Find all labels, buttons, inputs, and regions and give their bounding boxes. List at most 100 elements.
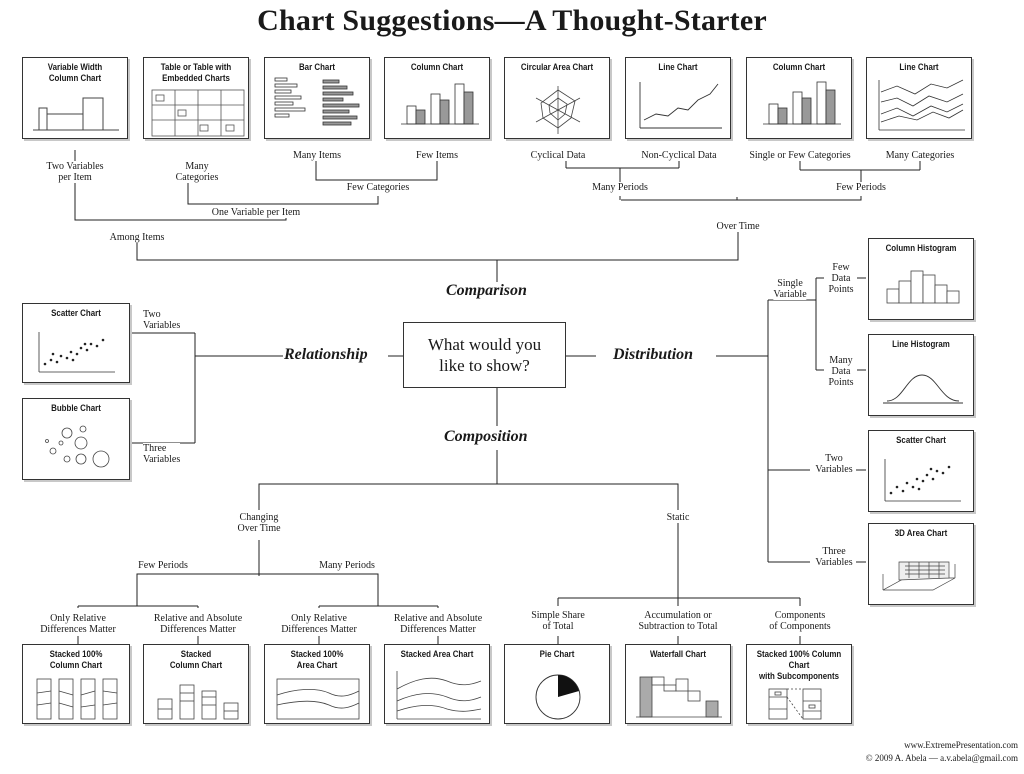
footer-website: www.ExtremePresentation.com	[904, 740, 1018, 750]
label-accumulation-or-subtraction: Accumulation or Subtraction to Total	[638, 610, 718, 632]
box-title: Scatter Chart	[51, 308, 101, 318]
label-single-or-few-categories: Single or Few Categories	[749, 150, 851, 161]
stacked-100-area-icon	[276, 678, 360, 720]
stacked-area-icon	[396, 671, 482, 720]
bubble-chart-icon	[45, 425, 110, 468]
box-title: Bubble Chart	[51, 403, 101, 413]
3d-area-chart-icon	[882, 561, 956, 591]
stacked-column-chart-box: Stacked Column Chart	[143, 644, 249, 724]
stacked-100-area-chart-box: Stacked 100% Area Chart	[264, 644, 370, 724]
hub-comparison: Comparison	[446, 282, 527, 300]
stacked-column-icon	[157, 684, 239, 720]
column-histogram-icon	[886, 270, 960, 304]
pie-chart-icon	[535, 674, 581, 720]
bar-chart-icon	[274, 77, 360, 126]
line-chart-many-categories-box: Line Chart	[866, 57, 972, 139]
label-few-items: Few Items	[416, 150, 458, 161]
box-title: Column Chart	[410, 62, 464, 72]
label-only-relative-differences-2: Only Relative Differences Matter	[281, 613, 357, 635]
box-title: Scatter Chart	[896, 435, 946, 445]
box-title: Column Histogram	[885, 243, 957, 253]
scatter-chart-icon	[884, 459, 961, 502]
center-question-line2: like to show?	[439, 356, 530, 375]
box-title: 3D Area Chart	[894, 528, 948, 538]
box-title: Column Chart	[772, 62, 826, 72]
label-many-items: Many Items	[292, 150, 342, 161]
label-many-data-points: Many Data Points	[828, 355, 854, 388]
label-relative-absolute-differences-1: Relative and Absolute Differences Matter	[153, 613, 243, 635]
table-chart-icon	[151, 89, 245, 137]
scatter-chart-relationship-box: Scatter Chart	[22, 303, 130, 383]
line-chart-icon	[639, 82, 722, 129]
hub-composition: Composition	[444, 428, 528, 446]
center-question-line1: What would you	[427, 335, 542, 354]
waterfall-chart-icon	[636, 676, 722, 718]
label-few-data-points: Few Data Points	[828, 262, 854, 295]
label-many-categories: Many Categories	[175, 161, 219, 183]
label-two-variables-per-item: Two Variables per Item	[46, 161, 104, 183]
variable-width-column-chart-box: Variable Width Column Chart	[22, 57, 128, 139]
label-cyclical-data: Cyclical Data	[530, 150, 586, 161]
pie-chart-box: Pie Chart	[504, 644, 610, 724]
circular-area-chart-box: Circular Area Chart	[504, 57, 610, 139]
label-simple-share-of-total: Simple Share of Total	[531, 610, 585, 632]
center-question-box: What would you like to show?	[403, 322, 566, 388]
box-title: Bar Chart	[298, 62, 336, 72]
label-among-items: Among Items	[109, 232, 165, 243]
column-chart-icon	[763, 81, 841, 125]
box-title: Variable Width Column Chart	[47, 62, 103, 83]
line-histogram-box: Line Histogram	[868, 334, 974, 416]
hub-distribution: Distribution	[613, 346, 694, 364]
label-few-periods: Few Periods	[836, 182, 886, 193]
stacked-100-column-chart-box: Stacked 100% Column Chart	[22, 644, 130, 724]
box-title: Table or Table with Embedded Charts	[160, 62, 232, 83]
stacked-100-column-icon	[36, 678, 118, 720]
scatter-chart-distribution-box: Scatter Chart	[868, 430, 974, 512]
column-chart-icon	[401, 83, 479, 125]
bubble-chart-box: Bubble Chart	[22, 398, 130, 480]
box-title: Stacked 100% Column Chart with Subcompon…	[756, 649, 842, 681]
box-title: Waterfall Chart	[649, 649, 707, 659]
label-static: Static	[666, 512, 690, 523]
box-title: Stacked Area Chart	[400, 649, 474, 659]
label-only-relative-differences-1: Only Relative Differences Matter	[40, 613, 116, 635]
box-title: Circular Area Chart	[520, 62, 594, 72]
variable-width-chart-icon	[33, 97, 119, 131]
bar-chart-box: Bar Chart	[264, 57, 370, 139]
stacked-100-subcomponents-icon	[768, 688, 822, 720]
box-title: Stacked 100% Column Chart	[49, 649, 103, 670]
stacked-area-chart-box: Stacked Area Chart	[384, 644, 490, 724]
label-three-variables-distribution: Three Variables	[815, 546, 853, 568]
scatter-chart-icon	[38, 332, 115, 373]
box-title: Pie Chart	[539, 649, 575, 659]
box-title: Line Chart	[899, 62, 939, 72]
3d-area-chart-box: 3D Area Chart	[868, 523, 974, 605]
label-many-periods: Many Periods	[592, 182, 648, 193]
hub-relationship: Relationship	[284, 346, 368, 364]
radar-chart-icon	[535, 86, 581, 134]
stacked-100-column-subcomponents-box: Stacked 100% Column Chart with Subcompon…	[746, 644, 852, 724]
page-title: Chart Suggestions—A Thought-Starter	[257, 4, 767, 37]
column-histogram-box: Column Histogram	[868, 238, 974, 320]
label-one-variable-per-item: One Variable per Item	[211, 207, 301, 218]
label-three-variables-relationship: Three Variables	[143, 443, 181, 465]
label-relative-absolute-differences-2: Relative and Absolute Differences Matter	[393, 613, 483, 635]
box-title: Stacked 100% Area Chart	[290, 649, 344, 670]
label-components-of-components: Components of Components	[769, 610, 831, 632]
label-few-periods-composition: Few Periods	[138, 560, 188, 571]
table-embedded-charts-box: Table or Table with Embedded Charts	[143, 57, 249, 139]
label-over-time: Over Time	[716, 221, 760, 232]
label-few-categories: Few Categories	[346, 182, 410, 193]
footer-copyright: © 2009 A. Abela — a.v.abela@gmail.com	[865, 753, 1018, 763]
box-title: Line Chart	[658, 62, 698, 72]
label-changing-over-time: Changing Over Time	[237, 512, 281, 534]
waterfall-chart-box: Waterfall Chart	[625, 644, 731, 724]
label-non-cyclical-data: Non-Cyclical Data	[641, 150, 717, 161]
box-title: Stacked Column Chart	[169, 649, 223, 670]
column-chart-few-items-box: Column Chart	[384, 57, 490, 139]
label-many-periods-composition: Many Periods	[319, 560, 375, 571]
multi-line-chart-icon	[878, 79, 965, 131]
label-two-variables-distribution: Two Variables	[815, 453, 853, 475]
box-title: Line Histogram	[892, 339, 950, 349]
